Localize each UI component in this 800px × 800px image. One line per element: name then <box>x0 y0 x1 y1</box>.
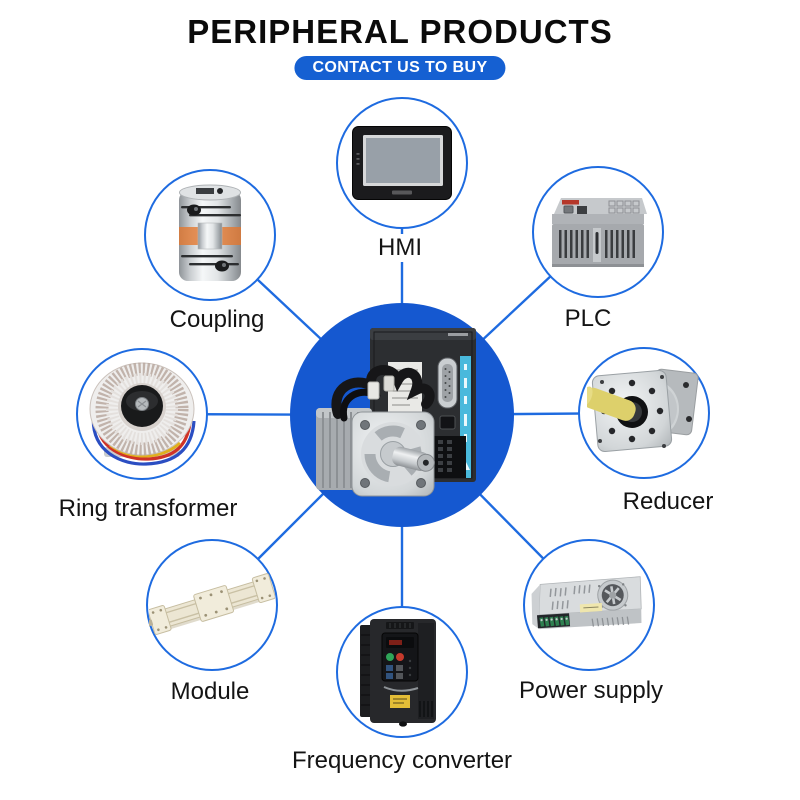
node-label-plc: PLC <box>559 305 617 333</box>
node-label-coupling: Coupling <box>164 306 270 334</box>
hmi-touch-panel-icon <box>352 126 452 200</box>
toroidal-transformer-icon <box>89 362 196 466</box>
linear-module-icon <box>149 573 275 635</box>
node-coupling <box>144 169 276 301</box>
node-ring-transformer <box>76 348 208 480</box>
servo-motor-and-driver-icon <box>316 328 476 497</box>
node-label-power-supply: Power supply <box>513 677 669 705</box>
node-reducer <box>578 347 710 479</box>
switching-power-supply-icon <box>531 576 642 630</box>
node-plc <box>532 166 664 298</box>
node-label-module: Module <box>165 678 255 706</box>
node-module <box>146 539 278 671</box>
page-title: PERIPHERAL PRODUCTS <box>187 13 613 50</box>
node-hmi <box>336 97 468 229</box>
node-label-reducer: Reducer <box>617 488 719 516</box>
node-label-hmi: HMI <box>373 234 427 262</box>
node-power-supply <box>523 539 655 671</box>
plc-controller-icon <box>552 198 647 267</box>
node-frequency-converter <box>336 606 468 738</box>
node-label-frequency-converter: Frequency converter <box>286 747 518 775</box>
vfd-inverter-icon <box>360 619 436 727</box>
jaw-coupling-icon <box>179 184 241 281</box>
node-label-ring-transformer: Ring transformer <box>53 495 243 523</box>
contact-us-button[interactable]: CONTACT US TO BUY <box>294 56 506 80</box>
planetary-gearbox-icon <box>587 368 699 452</box>
